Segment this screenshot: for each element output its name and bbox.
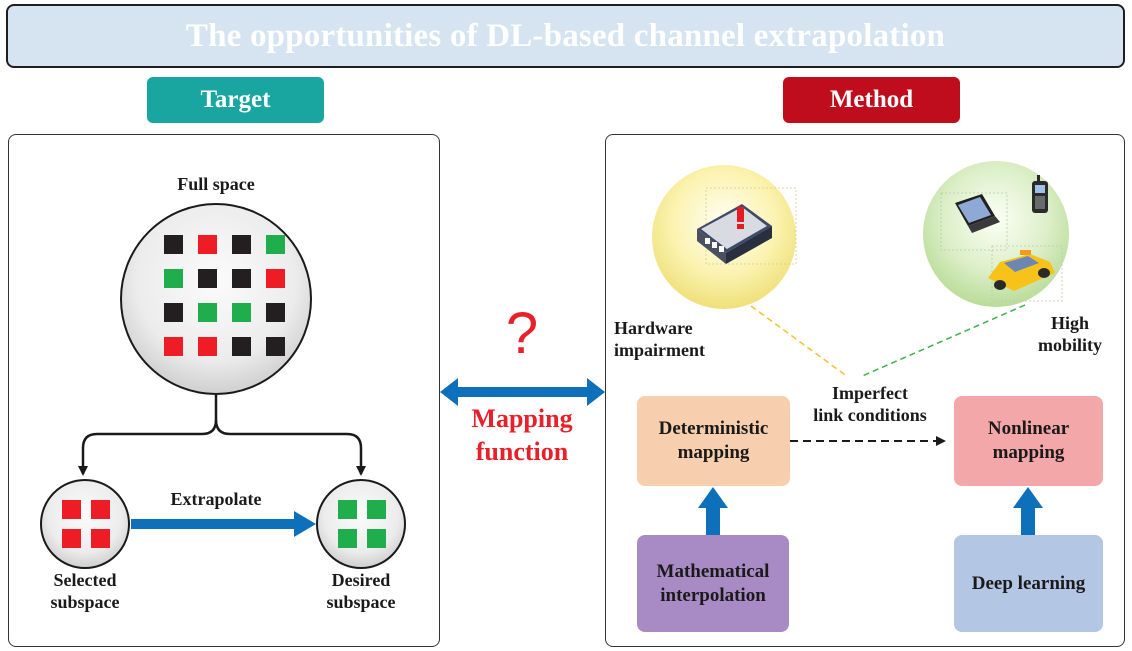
math-line-2: interpolation: [660, 584, 766, 606]
imperfect-line-1: Imperfect: [832, 383, 908, 403]
desired-subspace-squares: [338, 500, 386, 548]
grid-cell-black: [164, 303, 183, 322]
grid-cell-black: [266, 303, 285, 322]
grid-cell-green: [232, 303, 251, 322]
mapping-line-1: Mapping: [471, 404, 573, 433]
math-line-1: Mathematical: [656, 560, 770, 582]
target-tag: Target: [147, 77, 324, 123]
selected-subspace-squares: [62, 500, 110, 548]
laptop-icon: [955, 194, 1000, 233]
selected-subspace-circle: [40, 479, 130, 569]
grid-cell-green: [198, 303, 217, 322]
grid-cell-red: [266, 269, 285, 288]
split-connector: [78, 394, 218, 476]
extrapolate-label: Extrapolate: [170, 489, 262, 509]
nonlinear-line-1: Nonlinear: [987, 418, 1070, 440]
nonlinear-line-2: mapping: [992, 442, 1065, 463]
diagram-title: The opportunities of DL-based channel ex…: [185, 17, 946, 54]
full-space-circle: [120, 203, 312, 395]
grid-cell-black: [198, 269, 217, 288]
desired-line-1: Desired: [331, 570, 391, 590]
deterministic-line-2: mapping: [677, 442, 750, 463]
deep-learning-label: Deep learning: [971, 572, 1086, 594]
grid-cell-black: [266, 337, 285, 356]
question-mark: ?: [505, 301, 539, 366]
selected-line-1: Selected: [53, 570, 117, 590]
method-tag: Method: [783, 77, 960, 123]
mobility-frames: [940, 192, 1063, 302]
mobility-line-1: High: [1050, 313, 1089, 333]
grid-cell-red: [198, 235, 217, 254]
grid-cell-black: [232, 337, 251, 356]
deterministic-line-1: Deterministic: [658, 418, 769, 440]
mobility-dashed-connector: [859, 304, 1026, 378]
mapping-double-arrow: [440, 378, 605, 406]
hardware-device-icon: [697, 204, 772, 264]
title-banner: The opportunities of DL-based channel ex…: [6, 4, 1125, 68]
grid-cell-red: [164, 337, 183, 356]
hardware-line-2: impairment: [614, 339, 705, 360]
taxi-icon: [988, 250, 1055, 291]
imperfect-line-2: link conditions: [813, 404, 927, 425]
mapping-line-2: function: [475, 436, 569, 466]
grid-cell-black: [232, 269, 251, 288]
grid-cell-black: [164, 235, 183, 254]
mapping-function-label: Mapping function: [452, 403, 592, 468]
math-up-arrow: [698, 487, 728, 535]
hardware-line-1: Hardware: [614, 318, 693, 338]
hardware-dashed-connector: [750, 305, 849, 378]
desired-subspace-circle: [316, 479, 406, 569]
deep-learning-box: Deep learning: [954, 535, 1103, 632]
mobility-line-2: mobility: [1037, 334, 1102, 355]
split-connector-right: [214, 419, 366, 476]
grid-cell-red: [198, 337, 217, 356]
full-space-label: Full space: [177, 174, 255, 194]
grid-cell-black: [232, 235, 251, 254]
full-space-grid: [164, 235, 285, 356]
desired-line-2: subspace: [326, 591, 396, 612]
grid-cell-green: [266, 235, 285, 254]
extrapolate-arrow: [131, 511, 316, 537]
phone-icon: [1032, 175, 1048, 213]
deep-up-arrow: [1013, 487, 1043, 535]
grid-cell-green: [164, 269, 183, 288]
selected-line-2: subspace: [50, 591, 120, 612]
